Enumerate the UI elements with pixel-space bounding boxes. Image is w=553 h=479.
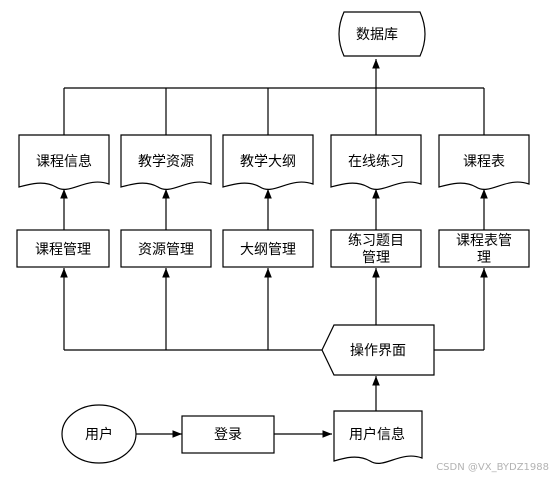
doc-course-info-label: 课程信息 <box>36 153 92 170</box>
operation-ui-label: 操作界面 <box>350 343 406 359</box>
doc-teaching-resources-label: 教学资源 <box>138 154 194 170</box>
doc-course-info: 课程信息 <box>18 134 110 190</box>
exercise-management-box: 练习题目 管理 <box>330 229 422 268</box>
operation-ui-node: 操作界面 <box>321 324 435 376</box>
database-node: 数据库 <box>338 11 426 57</box>
course-management-box: 课程管理 <box>16 229 110 268</box>
doc-syllabus: 教学大纲 <box>222 134 314 190</box>
schedule-management-box: 课程表管 理 <box>438 229 530 268</box>
schedule-management-label-line2: 理 <box>477 250 491 266</box>
schedule-management-label-line1: 课程表管 <box>456 233 512 249</box>
doc-course-schedule: 课程表 <box>438 134 530 190</box>
watermark: CSDN @VX_BYDZ1988 <box>436 462 549 473</box>
exercise-management-label-line2: 管理 <box>362 250 390 266</box>
course-management-label: 课程管理 <box>35 242 91 258</box>
database-label: 数据库 <box>356 27 398 43</box>
user-info-label: 用户信息 <box>349 426 405 443</box>
login-label: 登录 <box>214 427 242 443</box>
user-node: 用户 <box>61 404 137 464</box>
doc-user-info: 用户信息 <box>333 410 423 464</box>
doc-syllabus-label: 教学大纲 <box>240 154 296 170</box>
login-node: 登录 <box>181 415 275 454</box>
doc-teaching-resources: 教学资源 <box>120 134 212 190</box>
doc-online-practice: 在线练习 <box>330 134 422 190</box>
syllabus-management-box: 大纲管理 <box>222 229 314 268</box>
syllabus-management-label: 大纲管理 <box>240 242 296 258</box>
doc-online-practice-label: 在线练习 <box>348 154 404 170</box>
user-label: 用户 <box>85 426 113 443</box>
resource-management-box: 资源管理 <box>120 229 212 268</box>
doc-course-schedule-label: 课程表 <box>463 154 505 170</box>
exercise-management-label-line1: 练习题目 <box>348 233 404 249</box>
resource-management-label: 资源管理 <box>138 242 194 258</box>
